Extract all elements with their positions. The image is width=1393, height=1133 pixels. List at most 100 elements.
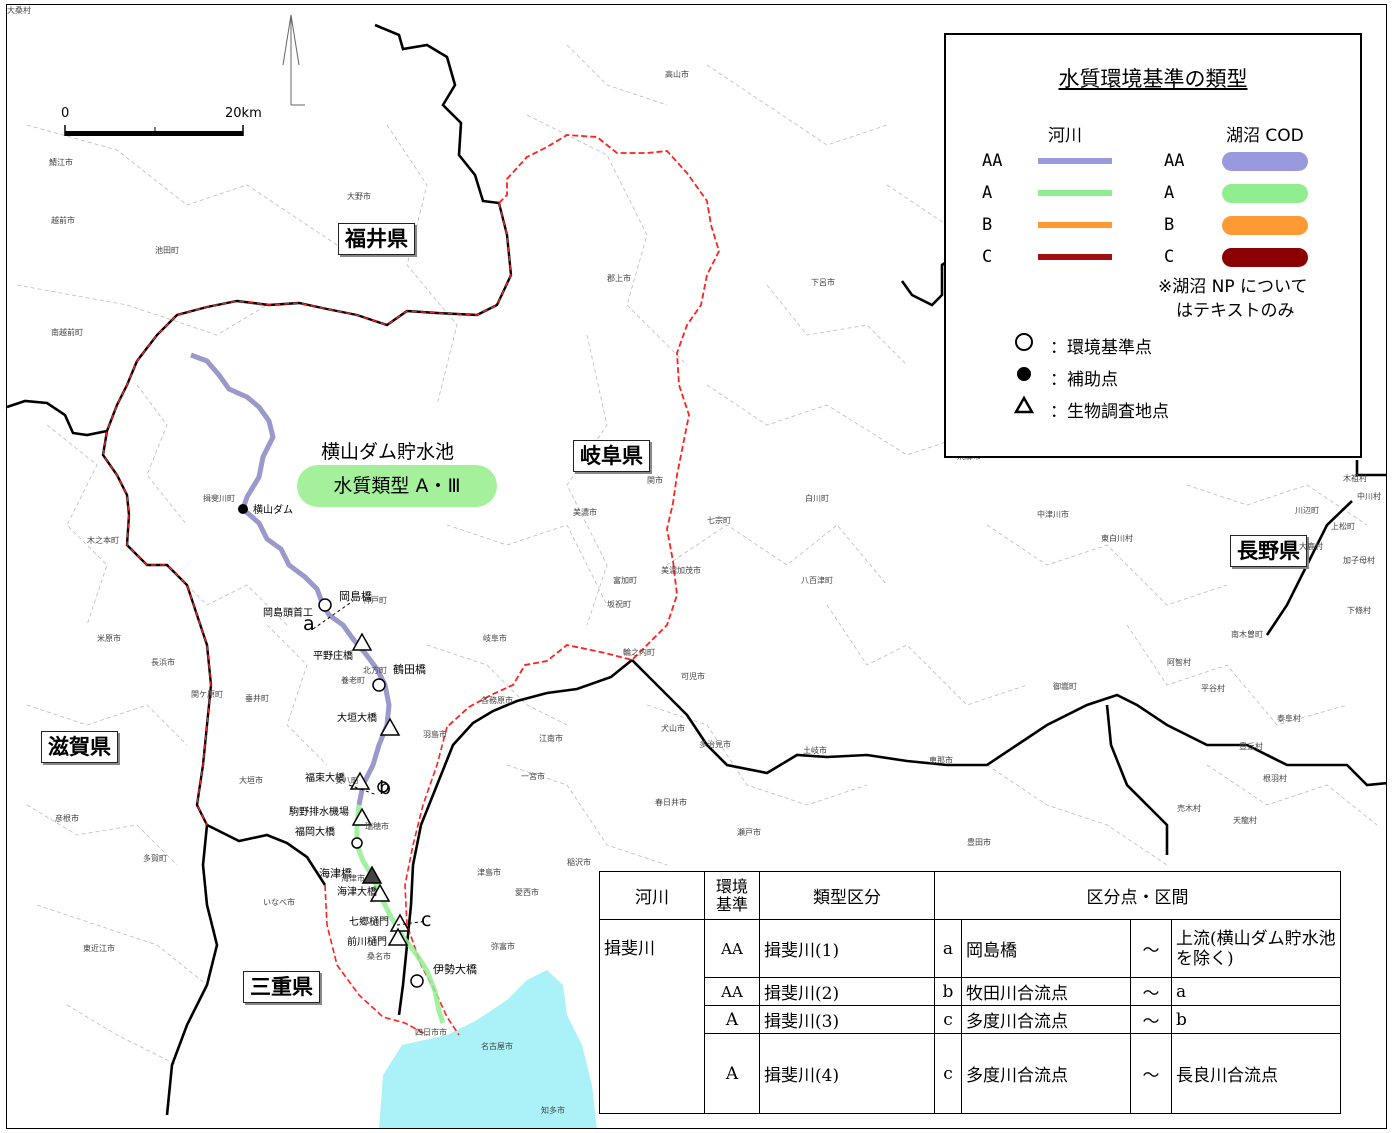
station-label-kashiwara: 駒野排水機場: [289, 807, 349, 818]
table-cell-type: 揖斐川(3): [759, 1005, 935, 1034]
section-letter-b: b: [379, 777, 392, 799]
municipality-label: 名古屋市: [481, 1042, 513, 1051]
municipality-label: 揖斐川町: [203, 494, 235, 503]
legend-river-class-a: A: [982, 183, 993, 203]
legend-lake-pill-b: [1222, 216, 1308, 235]
municipality-label: 木祖村: [1343, 474, 1367, 483]
table-header-standard: 環境基準: [704, 871, 760, 920]
prefecture-label-fukui: 福井県: [338, 223, 415, 255]
municipality-label: 多治見市: [699, 740, 731, 749]
dam-title: 横山ダム貯水池: [321, 441, 455, 463]
municipality-label: 彦根市: [55, 814, 79, 823]
municipality-label: 米原市: [97, 634, 121, 643]
station-label-shichiho: 七郷樋門: [349, 917, 389, 928]
table-header-river: 河川: [599, 871, 705, 920]
municipality-label: 美濃加茂市: [661, 566, 701, 575]
municipality-label: 羽島市: [423, 730, 447, 739]
scale-bar: [64, 125, 244, 136]
municipality-label: 関市: [647, 476, 663, 485]
municipality-label: 中津川市: [1037, 510, 1069, 519]
municipality-label: 美濃市: [573, 508, 597, 517]
municipality-label: 江南市: [539, 734, 563, 743]
prefecture-boundary-mie: [324, 884, 428, 1036]
municipality-label: 売木村: [1177, 804, 1201, 813]
municipality-label: 一宮市: [521, 772, 545, 781]
municipality-label: 各務原市: [481, 696, 513, 705]
standard-point-tsuruta: [372, 678, 386, 692]
municipality-label: 海津市: [341, 874, 365, 883]
municipality-label: 南木曽町: [1231, 630, 1263, 639]
prefecture-boundary-fukui: [101, 202, 513, 826]
legend-lake-pill-a: [1222, 184, 1308, 203]
legend-river-class-aa: AA: [982, 151, 1003, 171]
municipality-label: 越前市: [51, 216, 75, 225]
yokoyama-dam-label: 横山ダム: [253, 505, 293, 516]
municipality-label: 豊田市: [967, 838, 991, 847]
municipality-label: 安八町: [335, 776, 359, 785]
table-cell-to: 長良川合流点: [1171, 1033, 1341, 1114]
municipality-label: 郡上市: [607, 274, 631, 283]
legend-bio-point-label: ：生物調査地点: [1050, 402, 1169, 422]
table-cell-tilde: ～: [1130, 977, 1172, 1006]
municipality-label: 豊丘村: [1239, 742, 1263, 751]
municipality-label: 知多市: [541, 1106, 565, 1115]
municipality-label: 長浜市: [151, 658, 175, 667]
station-label-kaizu: 海津橋: [319, 867, 352, 880]
municipality-label: 輪之内町: [623, 648, 655, 657]
municipality-label: 高山市: [665, 70, 689, 79]
legend-note-line2: はテキストのみ: [1176, 301, 1295, 321]
table-river-name: 揖斐川: [599, 919, 705, 1114]
ise-bay: [379, 970, 597, 1128]
table-cell-tilde: ～: [1130, 1033, 1172, 1114]
map-canvas: [7, 14, 1386, 1128]
station-label-fukuoka: 福岡大橋: [295, 827, 335, 838]
regional-boundaries: [7, 23, 1386, 1116]
municipality-label: 養老町: [341, 676, 365, 685]
municipality-label: 上松町: [1331, 522, 1355, 531]
table-cell-letter: a: [934, 919, 962, 978]
legend-lake-header: 湖沼 COD: [1226, 126, 1304, 146]
station-label-ise: 伊勢大橋: [433, 963, 477, 976]
municipality-label: 岐阜市: [483, 634, 507, 643]
bio-point-ogaki: [379, 717, 401, 736]
scale-distance-label: 20km: [225, 106, 262, 121]
municipality-label: 恵那市: [929, 756, 953, 765]
municipality-label: 東白川村: [1101, 534, 1133, 543]
table-cell-from: 多度川合流点: [961, 1005, 1131, 1034]
prefecture-label-mie: 三重県: [243, 971, 320, 1003]
legend-river-line-b: [1038, 222, 1112, 228]
legend-river-line-aa: [1038, 158, 1112, 164]
municipality-label: 弥富市: [491, 942, 515, 951]
municipality-label: 大野市: [347, 192, 371, 201]
prefecture-boundary-gifu: [446, 134, 720, 728]
municipality-label: 川辺町: [1295, 506, 1319, 515]
legend-aux-point-label: ：補助点: [1050, 370, 1118, 390]
table-cell-standard: AA: [704, 919, 760, 978]
municipality-label: 稲沢市: [567, 858, 591, 867]
municipality-label: 池田町: [155, 246, 179, 255]
municipality-label: 関ケ原町: [191, 690, 223, 699]
legend-lake-pill-c: [1222, 248, 1308, 267]
prefecture-label-gifu: 岐阜県: [573, 440, 650, 472]
aux-point-yokoyama-dam: [238, 504, 248, 514]
municipality-label: 鯖江市: [49, 158, 73, 167]
legend-river-line-a: [1038, 190, 1112, 196]
table-row: A 揖斐川(4) c 多度川合流点 ～ 長良川合流点: [600, 1033, 1341, 1114]
legend-river-line-c: [1038, 254, 1112, 260]
municipality-label: 七宗町: [707, 516, 731, 525]
municipality-label: 春日井市: [655, 798, 687, 807]
table-cell-letter: c: [934, 1005, 962, 1034]
bio-point-fukuzuka: [349, 771, 371, 790]
municipality-label: 北方町: [363, 666, 387, 675]
table-cell-type: 揖斐川(1): [759, 919, 935, 978]
station-label-fukuzuka: 福束大橋: [305, 773, 345, 784]
table-header-type: 類型区分: [759, 871, 935, 920]
municipality-label: 大垣市: [239, 776, 263, 785]
legend-box: 水質環境基準の類型 河川 湖沼 COD AA A B C AA A B C ※湖…: [944, 33, 1362, 458]
municipality-label: 下條村: [1347, 606, 1371, 615]
station-label-tsuruta: 鶴田橋: [393, 663, 426, 676]
table-row: A 揖斐川(3) c 多度川合流点 ～ b: [600, 1005, 1341, 1034]
legend-aux-point-icon: [1017, 367, 1031, 381]
municipality-label: 根羽村: [1263, 774, 1287, 783]
legend-lake-class-aa: AA: [1164, 151, 1185, 171]
